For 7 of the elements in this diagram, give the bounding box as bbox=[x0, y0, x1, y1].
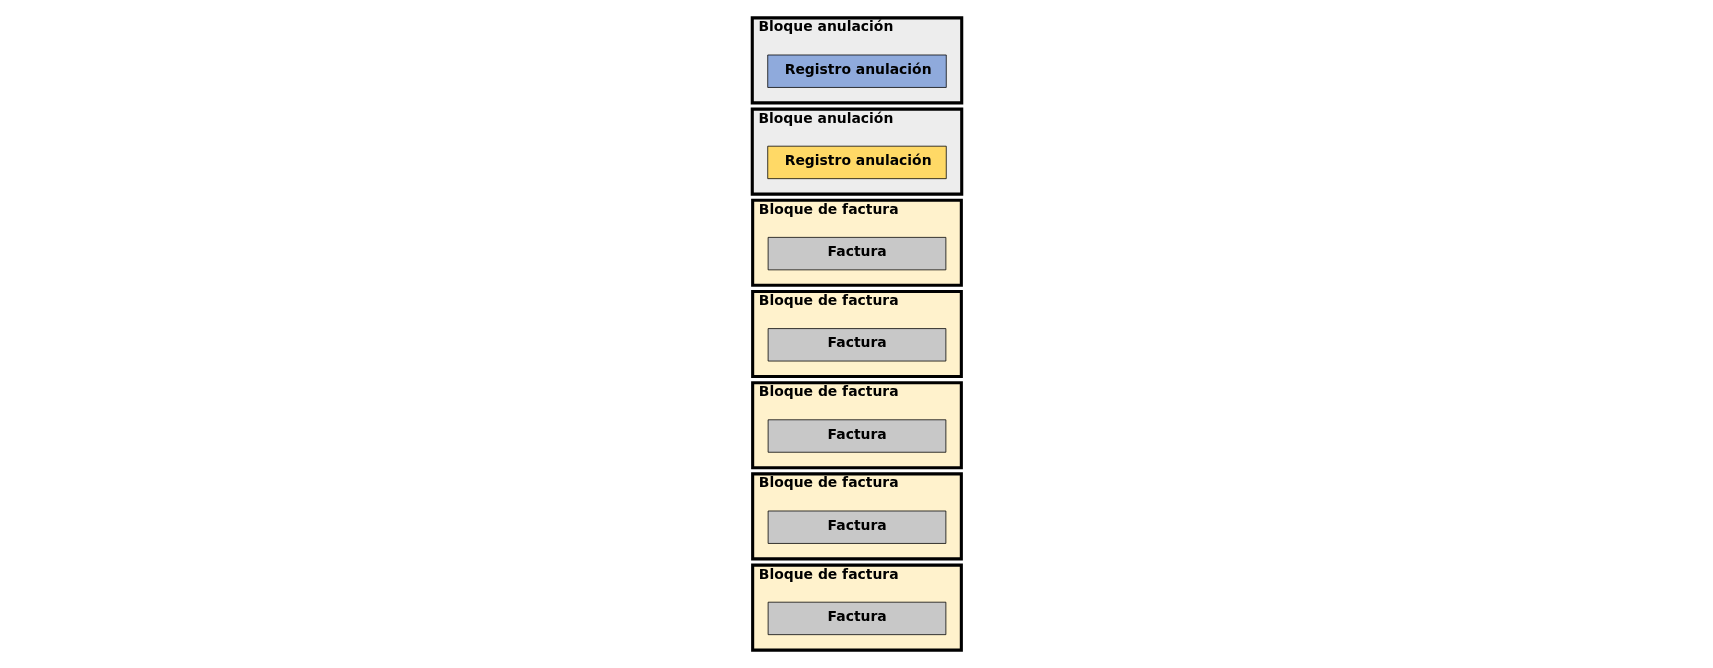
node-box: Factura bbox=[767, 601, 946, 636]
node-box: Registro anulación bbox=[766, 54, 947, 88]
node-box: Factura bbox=[767, 510, 946, 544]
node-box: Factura bbox=[767, 419, 946, 453]
node-box: Registro anulación bbox=[766, 145, 947, 180]
node-box: Factura bbox=[767, 328, 946, 362]
node-box: Factura bbox=[767, 237, 946, 271]
